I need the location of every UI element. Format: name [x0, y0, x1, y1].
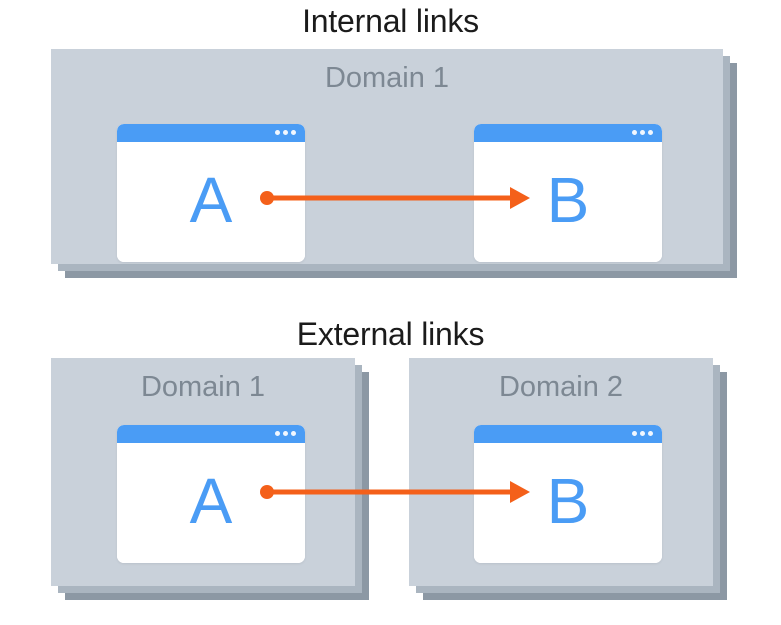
domain-label-external-1: Domain 1: [140, 371, 266, 403]
window-titlebar: [474, 425, 662, 443]
window-titlebar: [474, 124, 662, 142]
external-link-arrow: [260, 481, 530, 503]
arrow-start-dot: [260, 485, 274, 499]
arrow-head: [510, 481, 530, 503]
internal-links-heading: Internal links: [302, 3, 479, 39]
internal-link-arrow: [260, 187, 530, 209]
external-links-heading: External links: [296, 316, 485, 352]
window-dots-icon: [632, 431, 653, 436]
window-dots-icon: [275, 431, 296, 436]
window-titlebar: [117, 425, 305, 443]
window-titlebar: [117, 124, 305, 142]
domain-label-internal-1: Domain 1: [324, 62, 450, 94]
arrow-head: [510, 187, 530, 209]
domain-label-external-2: Domain 2: [498, 371, 624, 403]
window-dots-icon: [275, 130, 296, 135]
arrow-start-dot: [260, 191, 274, 205]
window-dots-icon: [632, 130, 653, 135]
